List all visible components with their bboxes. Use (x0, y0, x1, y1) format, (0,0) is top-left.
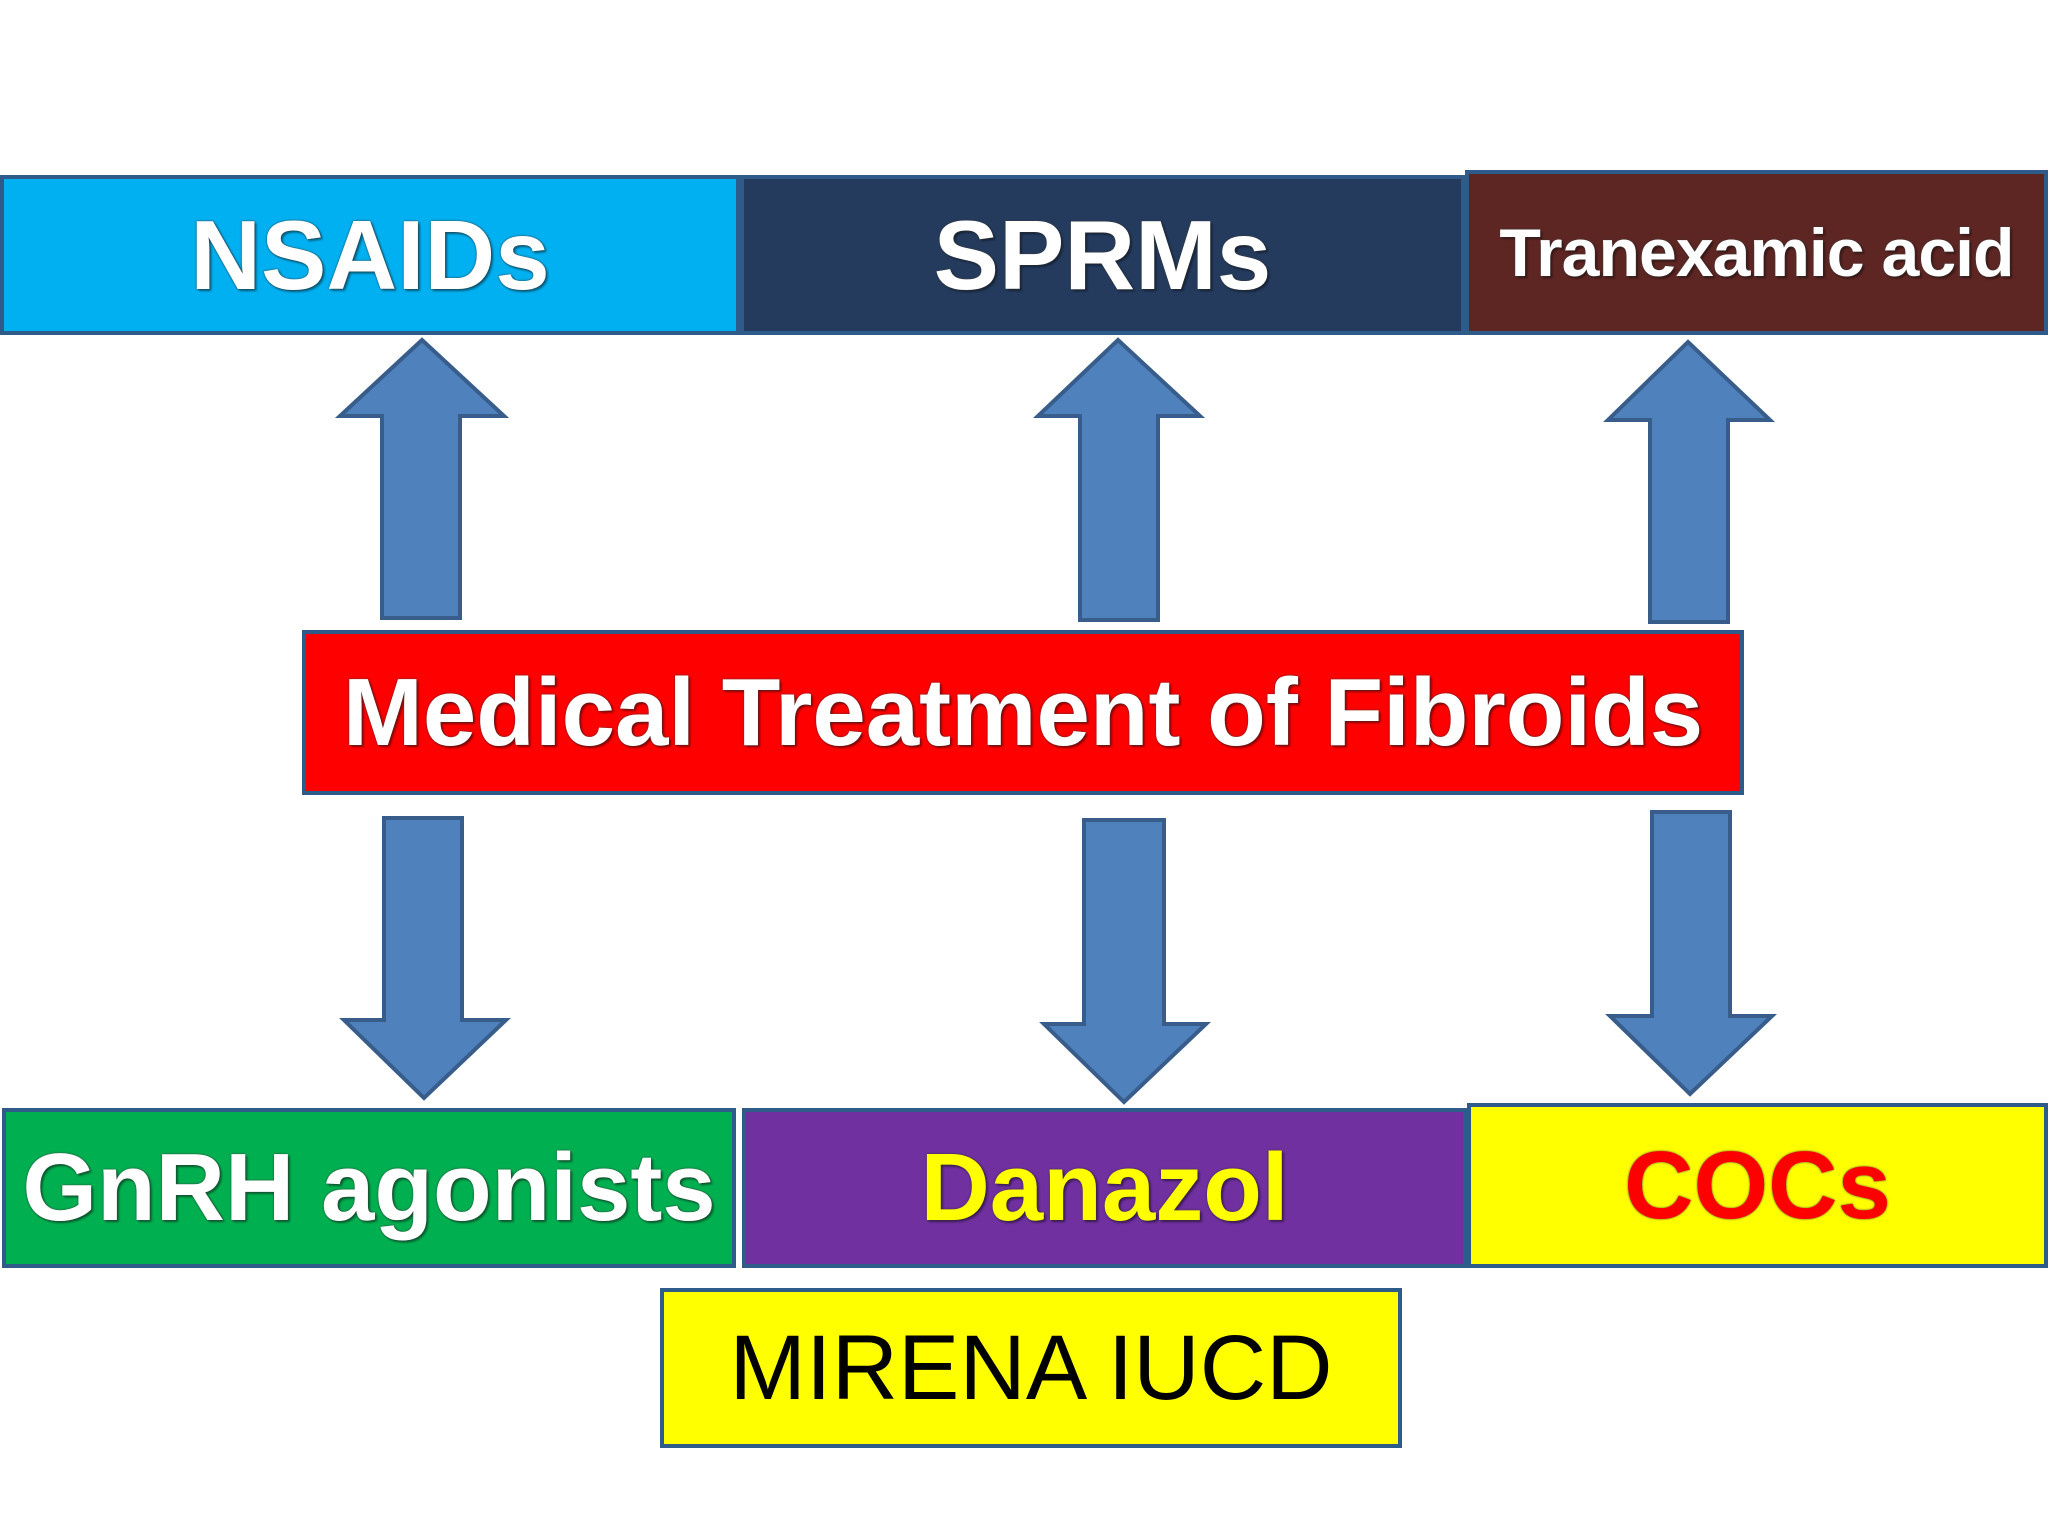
label-sprms: SPRMs (933, 199, 1272, 310)
box-cocs: COCs (1467, 1103, 2048, 1268)
arrow-up-tranexamic (1603, 339, 1776, 624)
box-danazol: Danazol (742, 1108, 1467, 1268)
label-mirena-iucd: MIRENA IUCD (729, 1316, 1333, 1419)
arrow-down-danazol (1039, 818, 1212, 1105)
label-cocs: COCs (1624, 1131, 1891, 1239)
arrow-down-gnrh (339, 816, 512, 1101)
label-danazol: Danazol (920, 1134, 1289, 1241)
label-nsaids: NSAIDs (190, 199, 550, 310)
box-medical-treatment: Medical Treatment of Fibroids (302, 630, 1744, 795)
label-gnrh-agonists: GnRH agonists (22, 1134, 716, 1241)
arrow-up-sprms (1032, 337, 1206, 622)
box-nsaids: NSAIDs (0, 175, 740, 335)
arrow-up-nsaids (334, 337, 510, 620)
label-tranexamic-acid: Tranexamic acid (1499, 214, 2014, 291)
box-sprms: SPRMs (740, 175, 1465, 335)
box-gnrh-agonists: GnRH agonists (2, 1108, 736, 1268)
label-medical-treatment: Medical Treatment of Fibroids (342, 658, 1704, 766)
arrow-down-cocs (1605, 810, 1778, 1097)
box-tranexamic-acid: Tranexamic acid (1465, 170, 2048, 335)
box-mirena-iucd: MIRENA IUCD (660, 1288, 1402, 1448)
